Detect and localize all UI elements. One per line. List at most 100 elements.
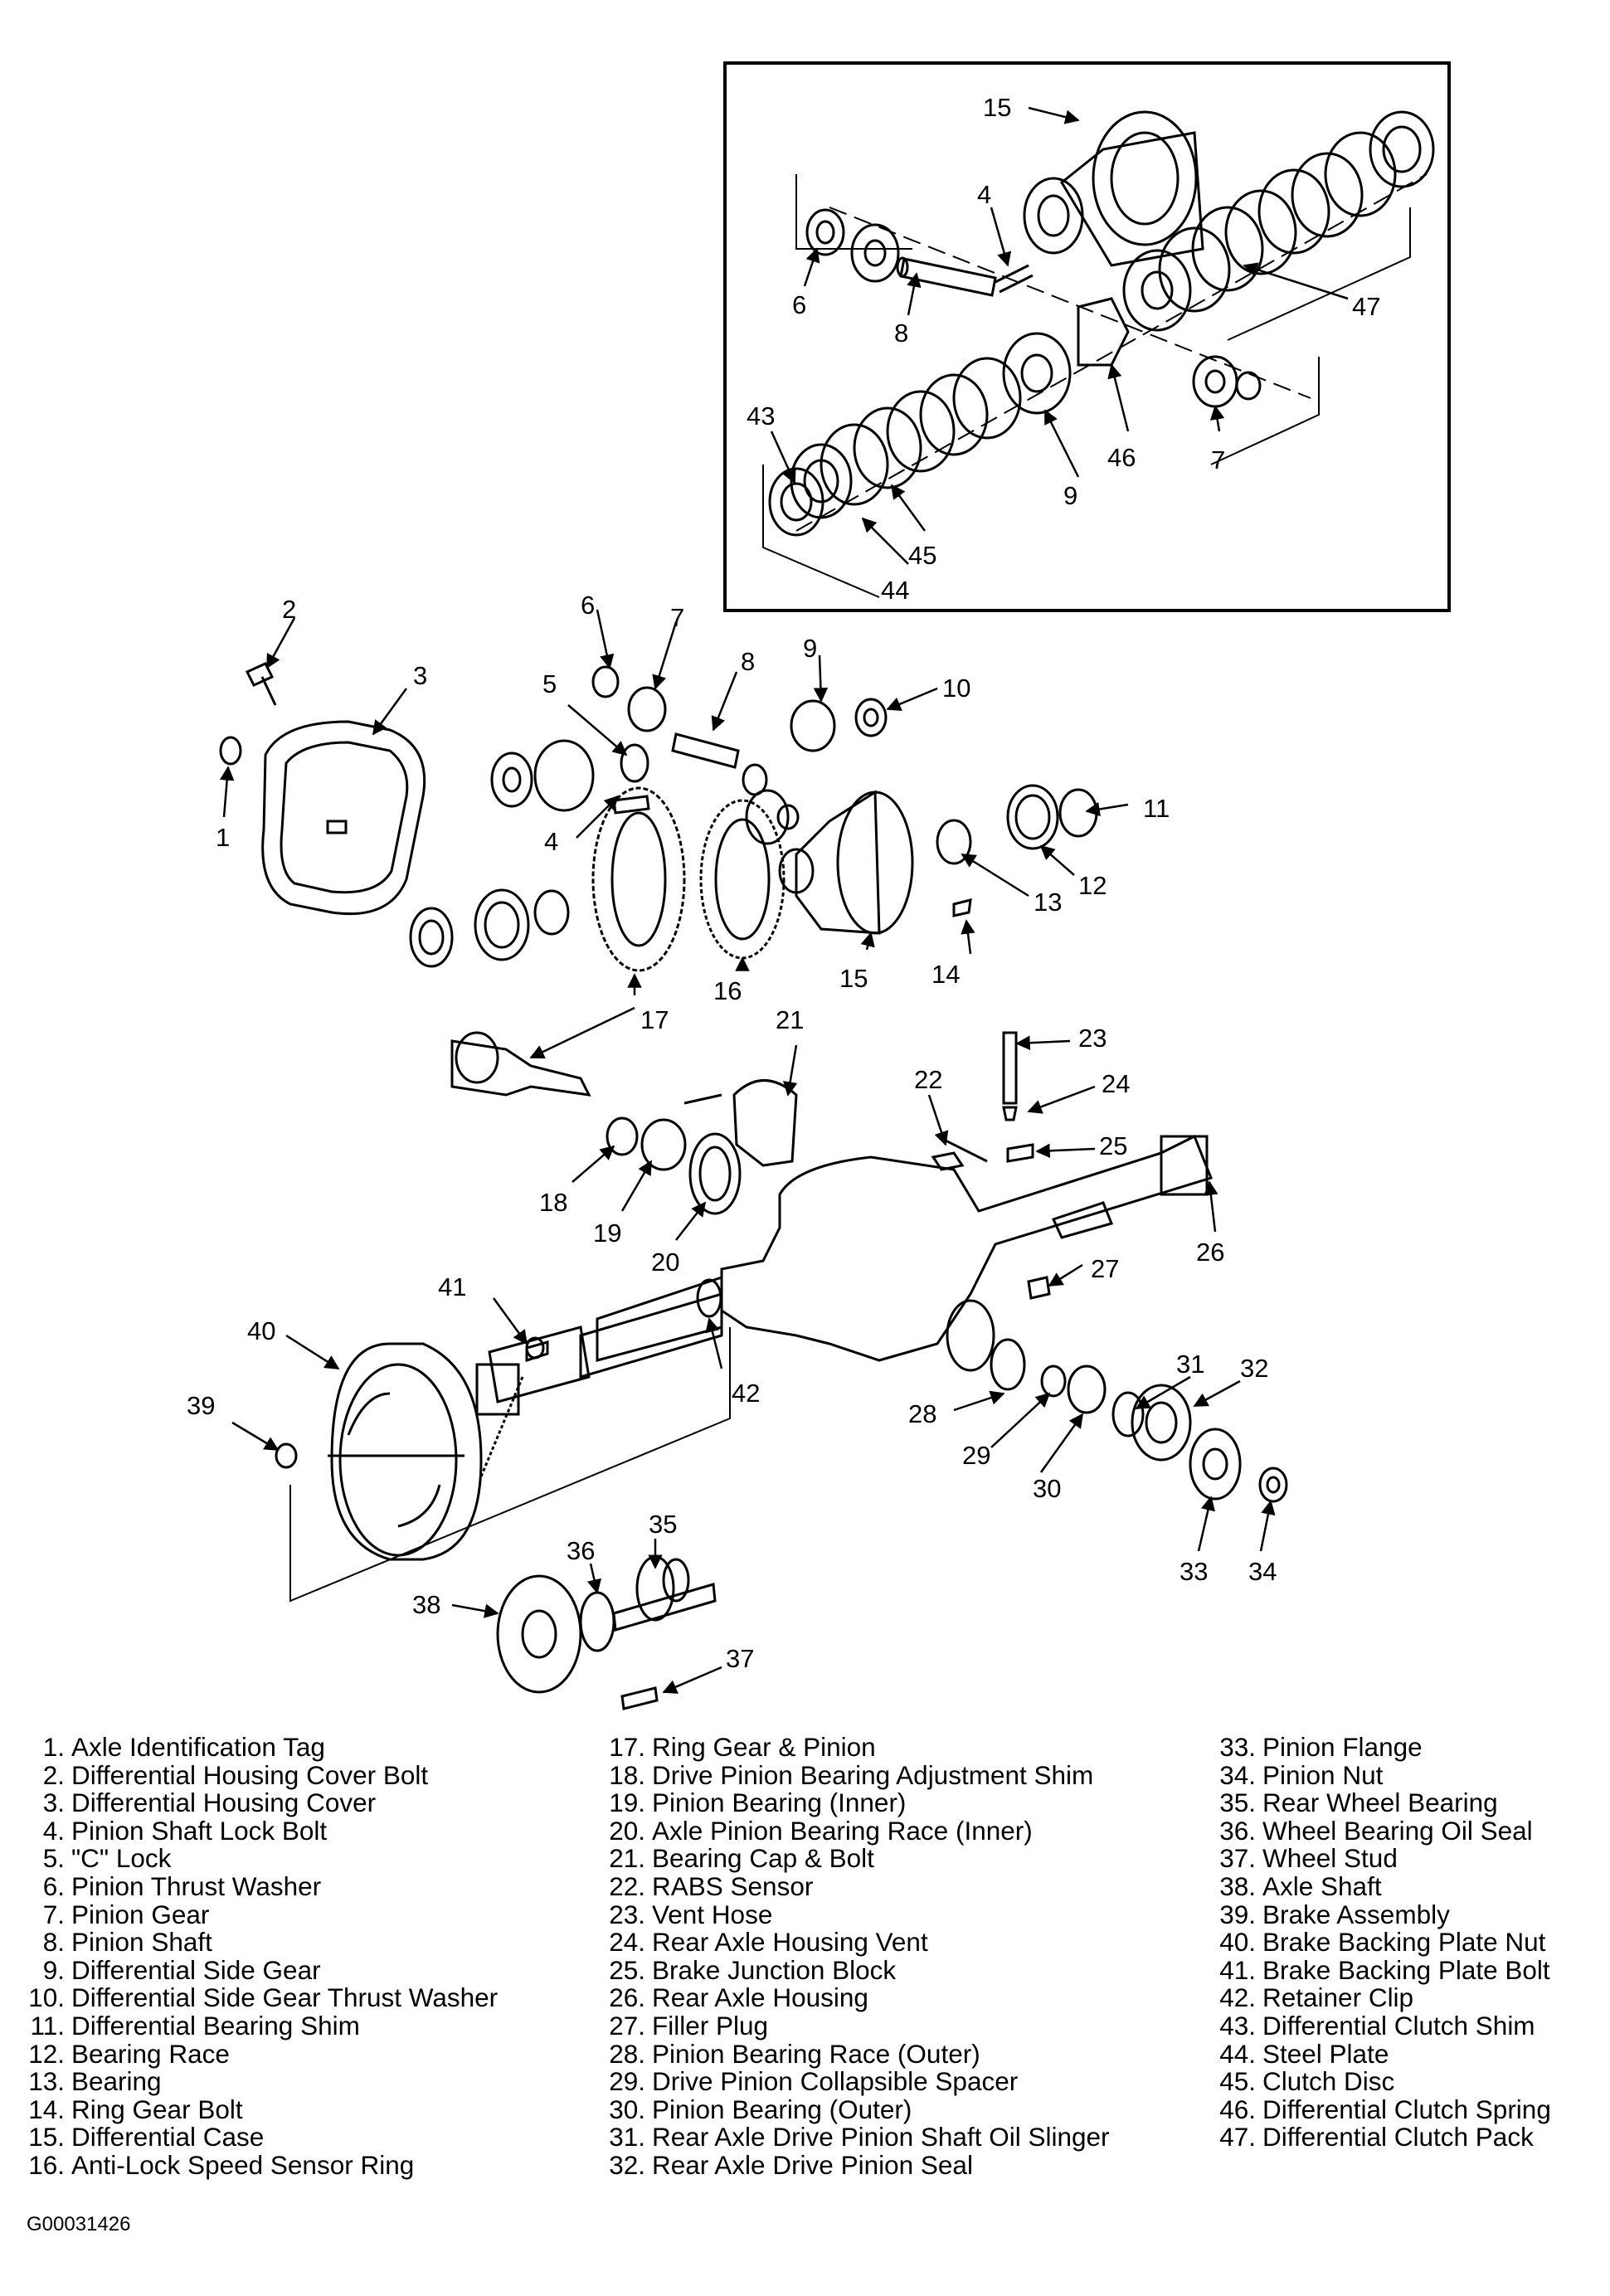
legend-item: 45.Clutch Disc — [1218, 2067, 1551, 2096]
legend-item-number: 37. — [1219, 1843, 1256, 1874]
legend-item-number: 2. — [42, 1759, 65, 1790]
leader-lines — [219, 106, 1349, 1694]
legend-item-label: Wheel Bearing Oil Seal — [1262, 1815, 1533, 1846]
legend-item: 32.Rear Axle Drive Pinion Seal — [607, 2149, 1110, 2180]
callout-21: 21 — [776, 1005, 804, 1034]
legend-item: 26.Rear Axle Housing — [607, 1984, 1110, 2012]
legend-item-label: Differential Side Gear — [71, 1954, 321, 1985]
legend-item-label: Axle Shaft — [1262, 1870, 1382, 1901]
legend-item: 3.Differential Housing Cover — [27, 1788, 498, 1818]
legend-item-number: 6. — [42, 1870, 65, 1901]
callout-44: 44 — [881, 576, 909, 605]
callout-12: 12 — [1078, 871, 1107, 900]
callout-labels: 15 4 6 8 47 43 46 7 9 45 44 2 3 1 6 7 5 … — [187, 93, 1380, 1673]
legend-item: 5."C" Lock — [27, 1845, 498, 1873]
brake-assembly — [330, 1342, 483, 1561]
pinion-nut — [1258, 1467, 1288, 1503]
legend-item: 9.Differential Side Gear — [27, 1954, 498, 1985]
legend-item-label: Vent Hose — [652, 1899, 773, 1929]
legend-item-number: 18. — [609, 1759, 645, 1790]
callout-4: 4 — [977, 180, 991, 209]
legend-item-number: 21. — [609, 1843, 645, 1874]
legend-item: 14.Ring Gear Bolt — [27, 2094, 498, 2124]
callout-11: 11 — [1143, 794, 1170, 823]
callout-19: 19 — [593, 1219, 621, 1248]
callout-5: 5 — [542, 669, 557, 698]
legend-item-label: Bearing — [71, 2066, 162, 2097]
legend-item: 44.Steel Plate — [1218, 2040, 1551, 2069]
callout-8: 8 — [894, 319, 908, 348]
legend-item-label: Brake Backing Plate Bolt — [1262, 1954, 1550, 1985]
legend-item: 15.Differential Case — [27, 2123, 498, 2152]
differential-case — [778, 790, 914, 935]
legend-item: 22.RABS Sensor — [607, 1870, 1110, 1901]
callout-7: 7 — [1211, 445, 1225, 474]
callout-2: 2 — [282, 595, 296, 624]
legend-item-label: Differential Clutch Spring — [1262, 2094, 1551, 2124]
legend-item: 39.Brake Assembly — [1218, 1899, 1551, 1929]
legend-item-number: 41. — [1219, 1954, 1256, 1985]
callout-25: 25 — [1099, 1131, 1127, 1160]
pinion-flange — [1189, 1428, 1242, 1501]
callout-40: 40 — [247, 1316, 275, 1345]
legend-item-number: 5. — [42, 1843, 65, 1874]
callout-3: 3 — [413, 661, 427, 690]
legend-item: 27.Filler Plug — [607, 2011, 1110, 2041]
legend-item: 28.Pinion Bearing Race (Outer) — [607, 2040, 1110, 2069]
legend-item-number: 47. — [1219, 2122, 1256, 2152]
legend-item-label: "C" Lock — [71, 1843, 172, 1874]
legend-item-number: 9. — [42, 1954, 65, 1985]
legend-item-number: 8. — [42, 1927, 65, 1958]
legend-item-label: RABS Sensor — [652, 1870, 814, 1901]
callout-36: 36 — [567, 1536, 595, 1565]
legend-item: 43.Differential Clutch Shim — [1218, 2010, 1551, 2041]
legend-item: 34.Pinion Nut — [1218, 1759, 1551, 1790]
callout-34: 34 — [1248, 1557, 1277, 1586]
legend-item-label: Brake Assembly — [1262, 1899, 1450, 1929]
inset-clutch-spring — [1077, 297, 1130, 367]
callout-32: 32 — [1240, 1354, 1268, 1383]
inset-pinion-gear — [850, 223, 900, 283]
inset-washer — [805, 208, 845, 256]
legend-item-number: 13. — [28, 2066, 65, 2097]
ring-gear — [591, 786, 686, 972]
vent-hose — [1002, 1031, 1018, 1105]
legend-item-number: 17. — [609, 1732, 645, 1762]
legend-item-number: 33. — [1219, 1732, 1256, 1762]
legend-item-label: Wheel Stud — [1262, 1843, 1398, 1874]
legend-item-label: Differential Housing Cover Bolt — [71, 1759, 429, 1790]
callout-38: 38 — [412, 1590, 440, 1619]
legend-item-number: 25. — [609, 1954, 645, 1985]
callout-46: 46 — [1107, 443, 1136, 472]
legend-item: 30.Pinion Bearing (Outer) — [607, 2094, 1110, 2124]
legend-item-label: Drive Pinion Collapsible Spacer — [652, 2066, 1019, 2097]
legend-item-number: 35. — [1219, 1788, 1256, 1818]
legend-item-label: Pinion Nut — [1262, 1759, 1384, 1790]
legend-item-number: 43. — [1219, 2010, 1256, 2041]
brake-junction-block — [1006, 1143, 1034, 1163]
callout-43: 43 — [747, 401, 775, 430]
legend-item-number: 30. — [609, 2094, 645, 2124]
callout-20: 20 — [651, 1248, 679, 1277]
legend-item-number: 32. — [609, 2149, 645, 2180]
legend-item-number: 14. — [28, 2094, 65, 2124]
legend-item-number: 29. — [609, 2066, 645, 2097]
legend-item-label: Pinion Thrust Washer — [71, 1870, 322, 1901]
figure-code: G00031426 — [27, 2213, 131, 2235]
bearing-cap — [732, 1079, 798, 1167]
legend-item-number: 15. — [28, 2122, 65, 2152]
legend-item-number: 7. — [42, 1899, 65, 1929]
legend-item-label: Pinion Flange — [1262, 1732, 1423, 1762]
callout-4b: 4 — [544, 827, 558, 856]
callout-17: 17 — [640, 1005, 669, 1034]
callout-10: 10 — [942, 674, 970, 703]
legend-item-number: 4. — [42, 1815, 65, 1846]
legend-item: 4.Pinion Shaft Lock Bolt — [27, 1817, 498, 1846]
legend-item: 33.Pinion Flange — [1218, 1732, 1551, 1762]
legend-item-number: 3. — [42, 1788, 65, 1818]
main-exploded-view — [219, 106, 1349, 1710]
bearing-race-left — [409, 907, 454, 968]
callout-6: 6 — [792, 290, 806, 319]
